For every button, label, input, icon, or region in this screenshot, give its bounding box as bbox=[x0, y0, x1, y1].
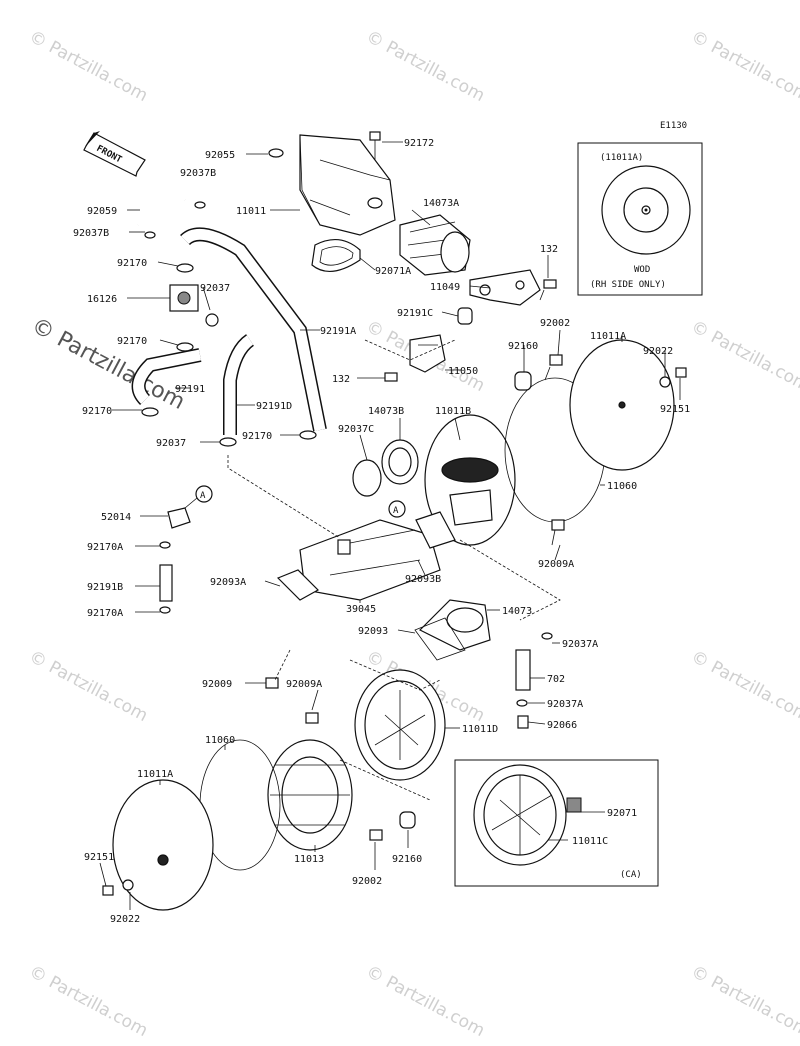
part-label-702[interactable]: 702 bbox=[547, 674, 565, 685]
watermark: © Partzilla.com bbox=[688, 962, 800, 1041]
part-label-92191a[interactable]: 92191A bbox=[320, 326, 356, 337]
watermark: © Partzilla.com bbox=[363, 962, 488, 1041]
inset-ca-caption: (CA) bbox=[620, 870, 642, 880]
part-label-92170-3[interactable]: 92170 bbox=[82, 406, 112, 417]
part-label-92055[interactable]: 92055 bbox=[205, 150, 235, 161]
part-label-92071a[interactable]: 92071A bbox=[375, 266, 411, 277]
part-label-92191[interactable]: 92191 bbox=[175, 384, 205, 395]
watermark: © Partzilla.com bbox=[26, 647, 151, 726]
part-label-92022[interactable]: 92022 bbox=[643, 346, 673, 357]
part-label-92093b[interactable]: 92093B bbox=[405, 574, 441, 585]
part-label-92170[interactable]: 92170 bbox=[117, 258, 147, 269]
inset-wod-caption-2: (RH SIDE ONLY) bbox=[590, 280, 666, 290]
part-label-92093a[interactable]: 92093A bbox=[210, 577, 246, 588]
part-label-14073a[interactable]: 14073A bbox=[423, 198, 459, 209]
inset-wod-caption: WOD bbox=[634, 265, 650, 275]
inset-wod-ref: (11011A) bbox=[600, 153, 643, 163]
part-label-92037b[interactable]: 92037B bbox=[180, 168, 216, 179]
callout-a-2: A bbox=[388, 500, 406, 518]
leader-lines bbox=[99, 141, 681, 910]
part-label-92093[interactable]: 92093 bbox=[358, 626, 388, 637]
part-label-92066[interactable]: 92066 bbox=[547, 720, 577, 731]
part-label-92002-2[interactable]: 92002 bbox=[352, 876, 382, 887]
watermark: © Partzilla.com bbox=[688, 317, 800, 396]
part-label-92191d[interactable]: 92191D bbox=[256, 401, 292, 412]
part-label-92071[interactable]: 92071 bbox=[607, 808, 637, 819]
part-label-14073[interactable]: 14073 bbox=[502, 606, 532, 617]
part-label-92191c[interactable]: 92191C bbox=[397, 308, 433, 319]
part-label-92191b[interactable]: 92191B bbox=[87, 582, 123, 593]
part-label-92009[interactable]: 92009 bbox=[202, 679, 232, 690]
part-label-92002[interactable]: 92002 bbox=[540, 318, 570, 329]
part-label-92037-2[interactable]: 92037 bbox=[156, 438, 186, 449]
part-label-92170-4[interactable]: 92170 bbox=[242, 431, 272, 442]
part-label-92037[interactable]: 92037 bbox=[200, 283, 230, 294]
part-label-92037c[interactable]: 92037C bbox=[338, 424, 374, 435]
watermark: © Partzilla.com bbox=[26, 962, 151, 1041]
callout-a-label-2: A bbox=[393, 506, 399, 516]
part-label-92022-2[interactable]: 92022 bbox=[110, 914, 140, 925]
inset-ca: (CA) bbox=[454, 759, 659, 887]
part-label-11060-2[interactable]: 11060 bbox=[205, 735, 235, 746]
part-label-11011c[interactable]: 11011C bbox=[572, 836, 608, 847]
part-label-16126[interactable]: 16126 bbox=[87, 294, 117, 305]
part-label-92170a[interactable]: 92170A bbox=[87, 542, 123, 553]
callout-a-label: A bbox=[200, 491, 206, 501]
part-label-11060[interactable]: 11060 bbox=[607, 481, 637, 492]
watermark: © Partzilla.com bbox=[688, 27, 800, 106]
part-label-14073b[interactable]: 14073B bbox=[368, 406, 404, 417]
part-labels: 92055 92172 92037B 92059 11011 14073A 92… bbox=[73, 138, 690, 925]
diagram-code: E1130 bbox=[660, 121, 687, 131]
part-label-11011d[interactable]: 11011D bbox=[462, 724, 498, 735]
part-label-11011[interactable]: 11011 bbox=[236, 206, 266, 217]
part-label-39045[interactable]: 39045 bbox=[346, 604, 376, 615]
part-label-11011a[interactable]: 11011A bbox=[590, 331, 626, 342]
part-label-11049[interactable]: 11049 bbox=[430, 282, 460, 293]
part-label-92172[interactable]: 92172 bbox=[404, 138, 434, 149]
part-label-92037a-2[interactable]: 92037A bbox=[547, 699, 583, 710]
part-label-52014[interactable]: 52014 bbox=[101, 512, 131, 523]
part-label-92037b-2[interactable]: 92037B bbox=[73, 228, 109, 239]
part-label-92151[interactable]: 92151 bbox=[660, 404, 690, 415]
watermark: © Partzilla.com bbox=[26, 27, 151, 106]
part-label-92151-2[interactable]: 92151 bbox=[84, 852, 114, 863]
front-arrow-icon: FRONT bbox=[83, 131, 146, 177]
part-label-92170a-2[interactable]: 92170A bbox=[87, 608, 123, 619]
inset-wod: (11011A) WOD (RH SIDE ONLY) bbox=[577, 142, 703, 296]
part-label-11011a-2[interactable]: 11011A bbox=[137, 769, 173, 780]
watermark: © Partzilla.com bbox=[688, 647, 800, 726]
part-label-92160[interactable]: 92160 bbox=[508, 341, 538, 352]
part-label-92037a[interactable]: 92037A bbox=[562, 639, 598, 650]
watermark: © Partzilla.com bbox=[363, 27, 488, 106]
part-label-92059[interactable]: 92059 bbox=[87, 206, 117, 217]
part-drawings bbox=[102, 131, 687, 911]
callout-a: A bbox=[195, 485, 213, 503]
part-label-92160-2[interactable]: 92160 bbox=[392, 854, 422, 865]
part-label-11011b[interactable]: 11011B bbox=[435, 406, 471, 417]
part-label-132-2[interactable]: 132 bbox=[332, 374, 350, 385]
part-label-92170-2[interactable]: 92170 bbox=[117, 336, 147, 347]
part-label-92009a-2[interactable]: 92009A bbox=[286, 679, 322, 690]
part-label-92009a[interactable]: 92009A bbox=[538, 559, 574, 570]
part-label-132[interactable]: 132 bbox=[540, 244, 558, 255]
part-label-11050[interactable]: 11050 bbox=[448, 366, 478, 377]
part-label-11013[interactable]: 11013 bbox=[294, 854, 324, 865]
